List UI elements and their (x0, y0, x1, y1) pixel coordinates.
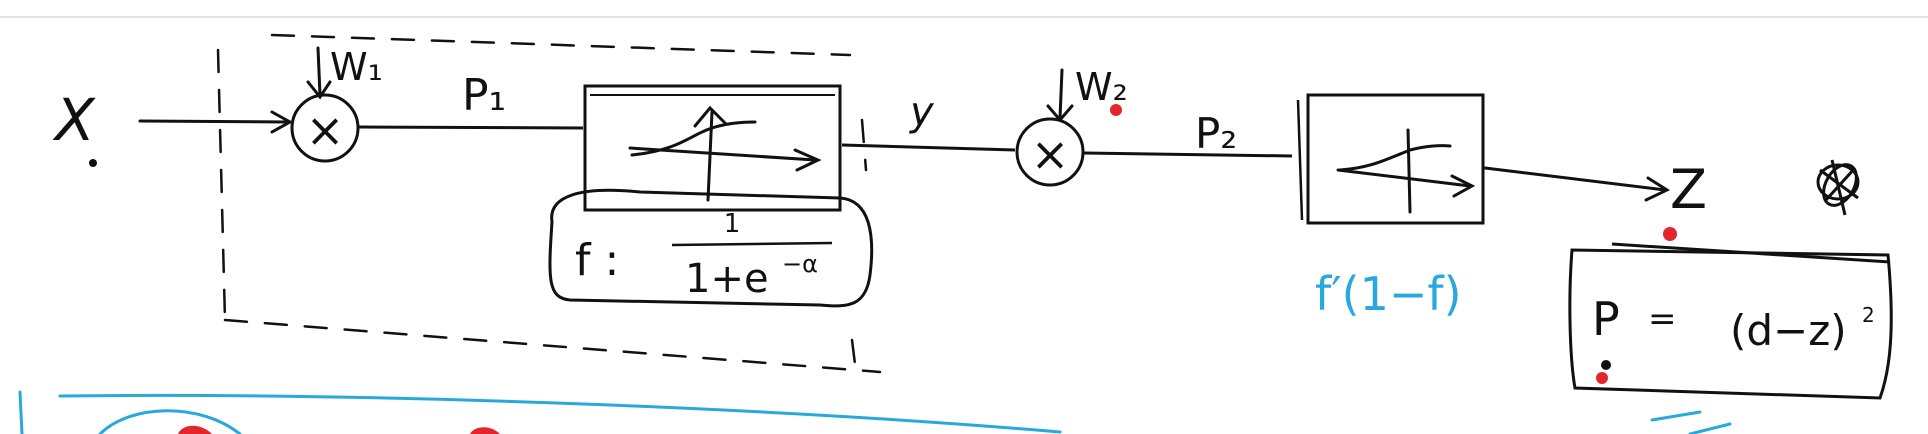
blue-bottom-strokes (18, 390, 1732, 434)
red-bottom-marks (178, 425, 500, 434)
signal-p2-line (1083, 151, 1293, 158)
activation-formula-numerator: 1 (724, 209, 741, 239)
weight-2-arrow (1046, 68, 1074, 123)
input-dot (89, 159, 97, 167)
loss-power: 2 (1862, 303, 1875, 327)
signal-p2-label: P₂ (1195, 109, 1237, 158)
input-x-label: X (52, 86, 96, 154)
red-mark-2 (1663, 227, 1677, 241)
multiply-node-2-symbol: × (1031, 127, 1070, 181)
activation-box-2-left-stroke (1296, 99, 1304, 221)
multiply-node-1-symbol: × (306, 103, 345, 157)
red-mark-3 (1596, 372, 1608, 384)
output-z-label: Z (1670, 158, 1707, 221)
activation-formula-bubble (548, 188, 874, 308)
sigmoid-curve-icon-2 (1336, 128, 1476, 214)
signal-p1-line (357, 125, 584, 130)
scribble-mark (1816, 159, 1860, 216)
signal-p1-label: P₁ (462, 70, 506, 121)
weight-1-arrow (306, 46, 332, 100)
weight-2-label: W₂ (1075, 65, 1128, 109)
weight-1-label: W₁ (330, 45, 383, 89)
activation-formula-exponent: −α (782, 250, 818, 278)
activation-formula-denominator: 1+e (685, 256, 769, 302)
signal-y-line (841, 143, 1016, 152)
signal-y-label: y (909, 89, 935, 135)
loss-lhs: P (1592, 292, 1620, 346)
red-mark-4 (1601, 360, 1611, 370)
activation-formula-fraction-bar (671, 241, 833, 247)
arrow-input-to-mult1 (138, 110, 294, 134)
dashed-group-outline (216, 33, 882, 374)
red-mark-1 (1110, 104, 1122, 116)
activation-formula-prefix: f : (575, 235, 619, 286)
loss-rhs: (d−z) (1730, 306, 1847, 355)
activation-box-2 (1306, 93, 1485, 225)
multiply-node-2 (1015, 117, 1085, 187)
loss-box (1568, 248, 1893, 400)
arrow-box2-to-output (1483, 166, 1671, 202)
sigmoid-curve-icon-1 (628, 105, 822, 202)
loss-box-top-edge (1611, 242, 1891, 264)
activation-box-1 (583, 84, 842, 212)
derivative-formula: f′(1−f) (1315, 267, 1462, 321)
loss-equals: = (1648, 299, 1677, 339)
